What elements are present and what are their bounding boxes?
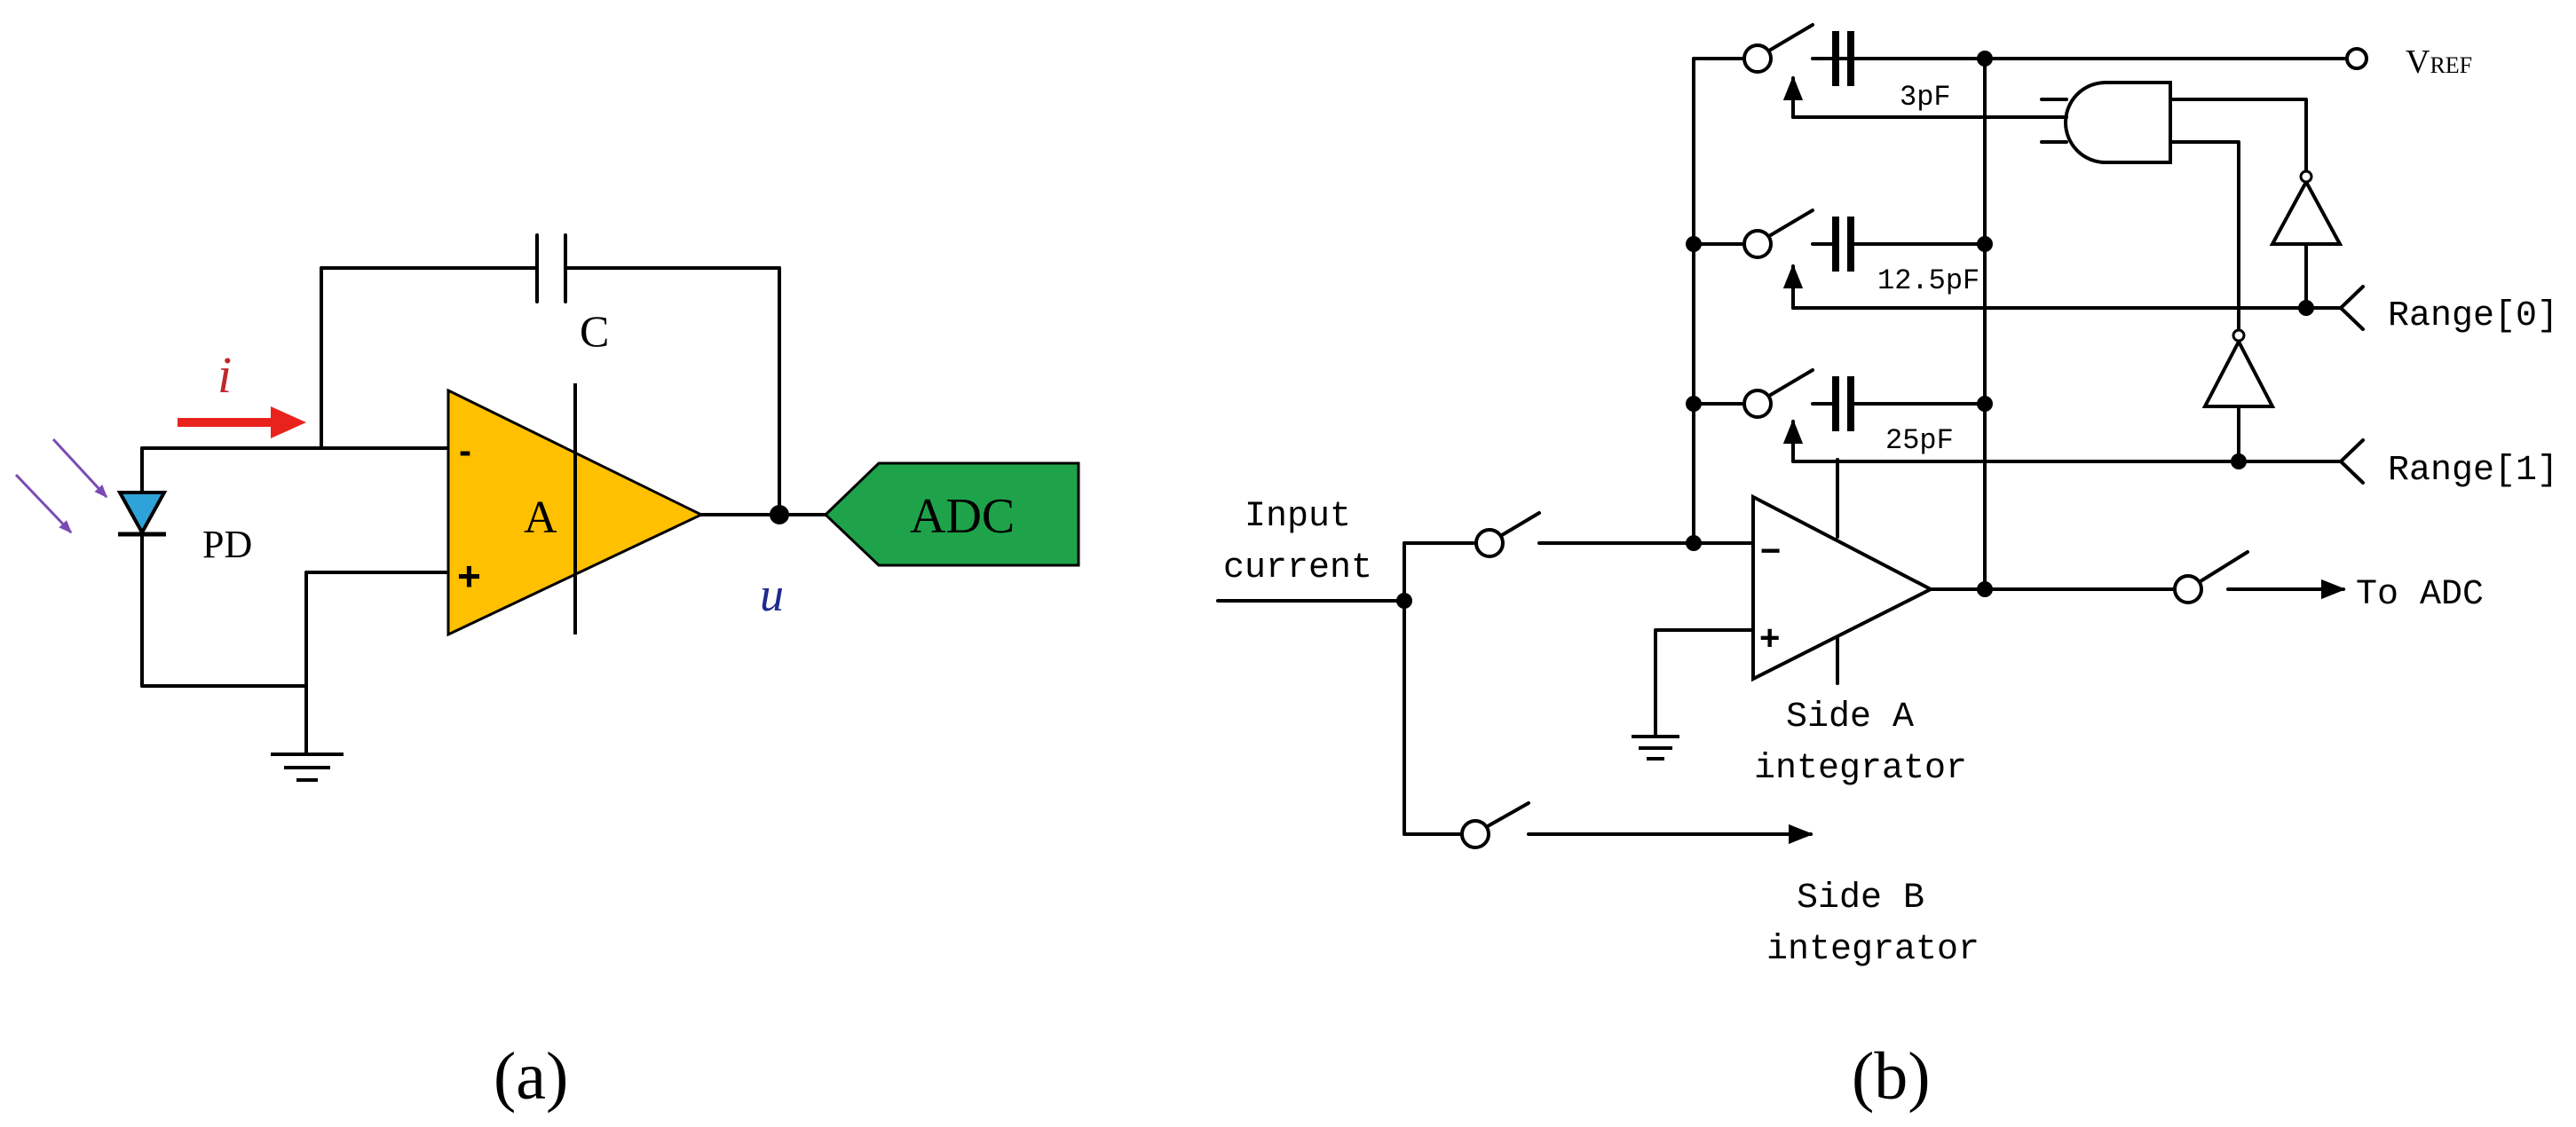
light-arrows [14,437,108,534]
switch-input-b [1460,801,1530,849]
side-b-label-2: integrator [1766,930,1979,970]
panel-a-wires [140,266,827,756]
panel-a: C i PD A - + u ADC [14,233,1080,1114]
range1-label: Range[1] [2388,451,2558,491]
switch-cap-25pf [1742,368,1814,463]
output-label-u: u [760,568,784,621]
cap-label-25pf: 25pF [1885,424,1954,457]
photodiode [116,491,168,537]
caption-a: (a) [494,1039,568,1114]
junction-dots [1396,51,2314,609]
switch-to-adc [2173,550,2249,604]
output-node [770,505,789,524]
switch-input-a [1474,511,1541,558]
vref-label: VREF [2406,43,2472,81]
panel-b: 3pF 12.5pF 25pF VREF Range[0] Range[1] [1216,23,2558,1114]
side-a-label-1: Side A [1786,697,1914,737]
opamp-a-plus: + [457,553,481,599]
range0-label: Range[0] [2388,296,2558,336]
ground-symbol-a [271,753,344,782]
inverter-range1 [2201,328,2276,408]
opamp-side-a-plus: + [1759,619,1780,658]
panel-b-wires [1216,57,2365,845]
opamp-side-a [1740,458,1935,685]
switch-cap-12pf [1742,209,1814,310]
vref-terminal [2345,47,2368,70]
side-a-label-2: integrator [1754,749,1967,789]
cap-label-3pf: 3pF [1900,81,1951,114]
switch-cap-3pf [1742,23,1814,119]
ground-symbol-b [1632,735,1679,761]
and-gate [2040,81,2172,164]
opamp-a-label: A [524,493,557,543]
opamp-a [446,383,705,637]
adc-label: ADC [910,489,1015,544]
input-current-label-2: current [1223,548,1372,588]
opamp-a-minus: - [459,430,471,471]
capacitor-12pf [1811,217,1854,272]
to-adc-label: To ADC [2356,575,2484,615]
feedback-capacitor [535,233,567,303]
side-b-label-1: Side B [1797,879,1924,918]
photodiode-label: PD [202,523,252,566]
cap-label-12pf: 12.5pF [1877,264,1979,297]
current-label-i: i [217,346,232,404]
current-arrow [178,406,306,438]
inverter-range0 [2269,169,2343,246]
capacitor-3pf [1811,31,1854,86]
opamp-side-a-minus: − [1760,532,1781,571]
input-current-label-1: Input [1245,497,1351,537]
caption-b: (b) [1852,1039,1931,1114]
adc-block [823,461,1080,567]
capacitor-label-c: C [580,306,609,356]
capacitor-25pf [1811,376,1854,431]
